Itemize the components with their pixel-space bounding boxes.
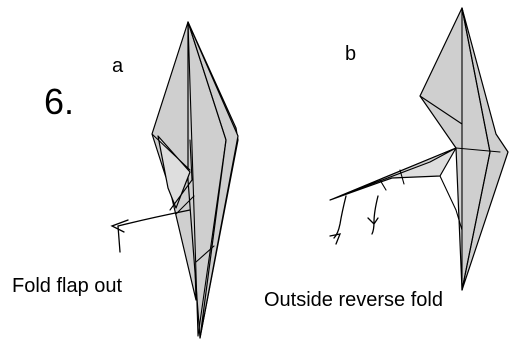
panel-a-figure	[110, 21, 239, 339]
panel-a-flap-crease-1	[151, 133, 191, 171]
panel-a-flap-crease-5	[189, 139, 193, 181]
panel-a-lower-crease	[197, 139, 227, 337]
panel-b-neck-crease-2	[399, 169, 405, 185]
panel-a-center-crease	[187, 21, 199, 337]
panel-b-arrow-2	[371, 195, 379, 235]
panel-b-figure	[329, 7, 509, 291]
panel-b-mid-crease-1	[455, 147, 501, 153]
panel-b-neck-crease-1	[379, 179, 387, 191]
panel-a-motion-arrow	[117, 209, 191, 227]
step-number: 6.	[44, 81, 75, 122]
panel-a-right-crease	[187, 21, 227, 141]
panel-b-left-crease	[419, 95, 463, 125]
panel-b-arrow-2-head	[367, 217, 379, 226]
panel-a-arrow-tail	[117, 225, 121, 253]
panel-b-arrow-1-head	[329, 233, 342, 245]
panel-b-neck-top	[339, 147, 457, 197]
panel-a-arrow-head	[110, 219, 129, 233]
panel-b-body	[419, 7, 497, 291]
panel-a-flap-crease-4	[195, 245, 215, 263]
panel-a-label: a	[112, 55, 124, 77]
panel-b-label: b	[345, 43, 357, 65]
panel-b-mid-crease-3	[455, 209, 463, 231]
panel-a-flap-crease-2	[169, 179, 193, 211]
panel-b-caption: Outside reverse fold	[264, 289, 443, 311]
panel-b-arrow-1	[333, 195, 347, 239]
panel-a-caption: Fold flap out	[12, 275, 123, 297]
panel-a-flap-crease-3	[175, 195, 195, 215]
panel-b-right-crease	[461, 7, 491, 153]
panel-b-lower-right-crease	[461, 151, 491, 291]
panel-b-mid-crease-2	[439, 175, 457, 211]
